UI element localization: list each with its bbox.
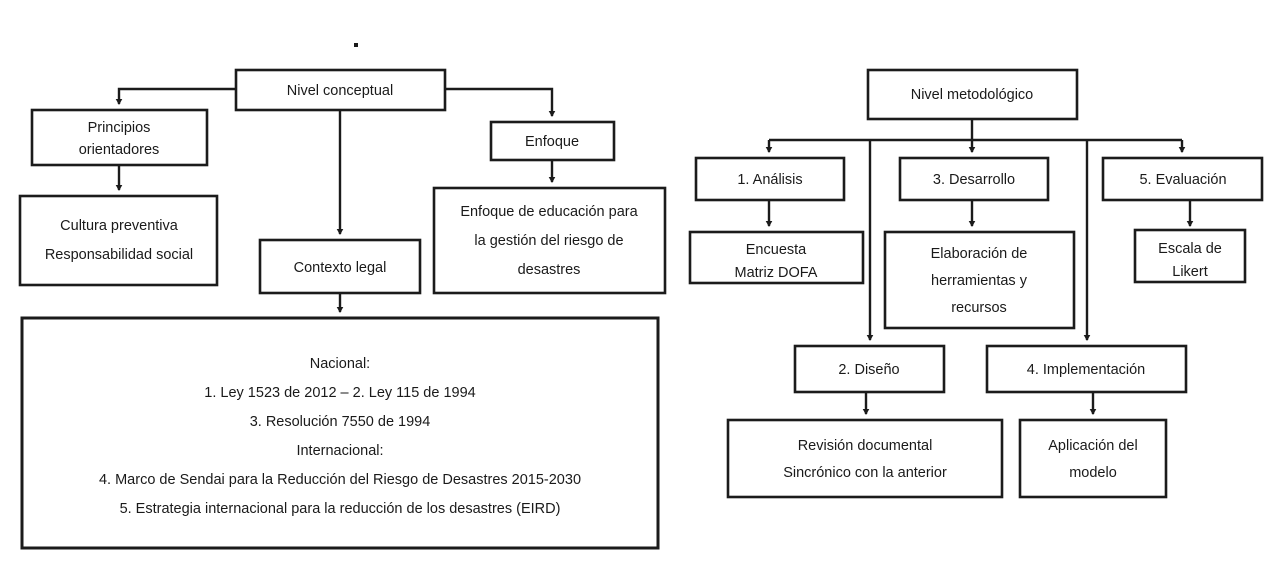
node-contexto-legal-label: Contexto legal [294, 260, 387, 276]
node-diseno-label: 2. Diseño [838, 362, 899, 378]
legal-box-line-2: 1. Ley 1523 de 2012 – 2. Ley 115 de 1994 [204, 385, 475, 401]
node-nivel-conceptual[interactable]: Nivel conceptual [234, 68, 447, 112]
node-elaboracion-line3: recursos [951, 300, 1007, 316]
node-analisis-label: 1. Análisis [737, 172, 802, 188]
node-enfoque-label: Enfoque [525, 134, 579, 150]
node-enfoque-educacion-line1: Enfoque de educación para [460, 204, 638, 220]
node-escala-likert[interactable]: Escala de Likert [1133, 228, 1247, 284]
node-enfoque-educacion-line3: desastres [518, 262, 581, 278]
node-desarrollo[interactable]: 3. Desarrollo [898, 156, 1050, 202]
legal-box-line-3: 3. Resolución 7550 de 1994 [250, 414, 431, 430]
node-implementacion[interactable]: 4. Implementación [985, 344, 1188, 394]
legal-box-line-4: Internacional: [296, 443, 383, 459]
node-elaboracion-herramientas[interactable]: Elaboración de herramientas y recursos [883, 230, 1076, 330]
node-nivel-metodologico[interactable]: Nivel metodológico [866, 68, 1079, 121]
node-escala-line2: Likert [1172, 264, 1207, 280]
node-aplicacion-modelo[interactable]: Aplicación del modelo [1018, 418, 1168, 499]
node-principios-line2: orientadores [79, 142, 160, 158]
node-analisis[interactable]: 1. Análisis [694, 156, 846, 202]
node-principios-orientadores[interactable]: Principios orientadores [30, 108, 209, 167]
node-contexto-legal[interactable]: Contexto legal [258, 238, 422, 295]
node-encuesta-line2: Matriz DOFA [735, 265, 818, 281]
node-elaboracion-line2: herramientas y [931, 273, 1028, 289]
node-aplicacion-line2: modelo [1069, 465, 1117, 481]
node-diseno[interactable]: 2. Diseño [793, 344, 946, 394]
node-cultura-line1: Cultura preventiva [60, 218, 179, 234]
node-enfoque-educacion-line2: la gestión del riesgo de [474, 233, 623, 249]
node-enfoque[interactable]: Enfoque [489, 120, 616, 162]
node-enfoque-educacion[interactable]: Enfoque de educación para la gestión del… [432, 186, 667, 295]
node-revision-documental[interactable]: Revisión documental Sincrónico con la an… [726, 418, 1004, 499]
node-revision-line1: Revisión documental [798, 438, 933, 454]
legal-box-line-6: 5. Estrategia internacional para la redu… [120, 501, 561, 517]
connector-conceptual-to-principios [115, 87, 236, 106]
node-cultura-line2: Responsabilidad social [45, 247, 193, 263]
node-evaluacion[interactable]: 5. Evaluación [1101, 156, 1264, 202]
stray-dot-artifact [354, 43, 358, 47]
node-encuesta-line1: Encuesta [746, 242, 807, 258]
node-implementacion-label: 4. Implementación [1027, 362, 1145, 378]
node-cultura-preventiva[interactable]: Cultura preventiva Responsabilidad socia… [18, 194, 219, 287]
node-legal-context-box[interactable]: Nacional: 1. Ley 1523 de 2012 – 2. Ley 1… [20, 316, 660, 550]
node-nivel-metodologico-label: Nivel metodológico [911, 87, 1034, 103]
node-nivel-conceptual-label: Nivel conceptual [287, 83, 393, 99]
node-revision-line2: Sincrónico con la anterior [783, 465, 947, 481]
node-elaboracion-line1: Elaboración de [931, 246, 1028, 262]
connector-conceptual-to-enfoque [445, 87, 556, 118]
node-desarrollo-label: 3. Desarrollo [933, 172, 1015, 188]
node-aplicacion-line1: Aplicación del [1048, 438, 1137, 454]
legal-box-line-1: Nacional: [310, 356, 370, 372]
node-escala-line1: Escala de [1158, 241, 1222, 257]
node-encuesta-matriz-dofa[interactable]: Encuesta Matriz DOFA [688, 230, 865, 285]
legal-box-line-5: 4. Marco de Sendai para la Reducción del… [99, 472, 581, 488]
node-principios-line1: Principios [88, 120, 151, 136]
node-evaluacion-label: 5. Evaluación [1139, 172, 1226, 188]
